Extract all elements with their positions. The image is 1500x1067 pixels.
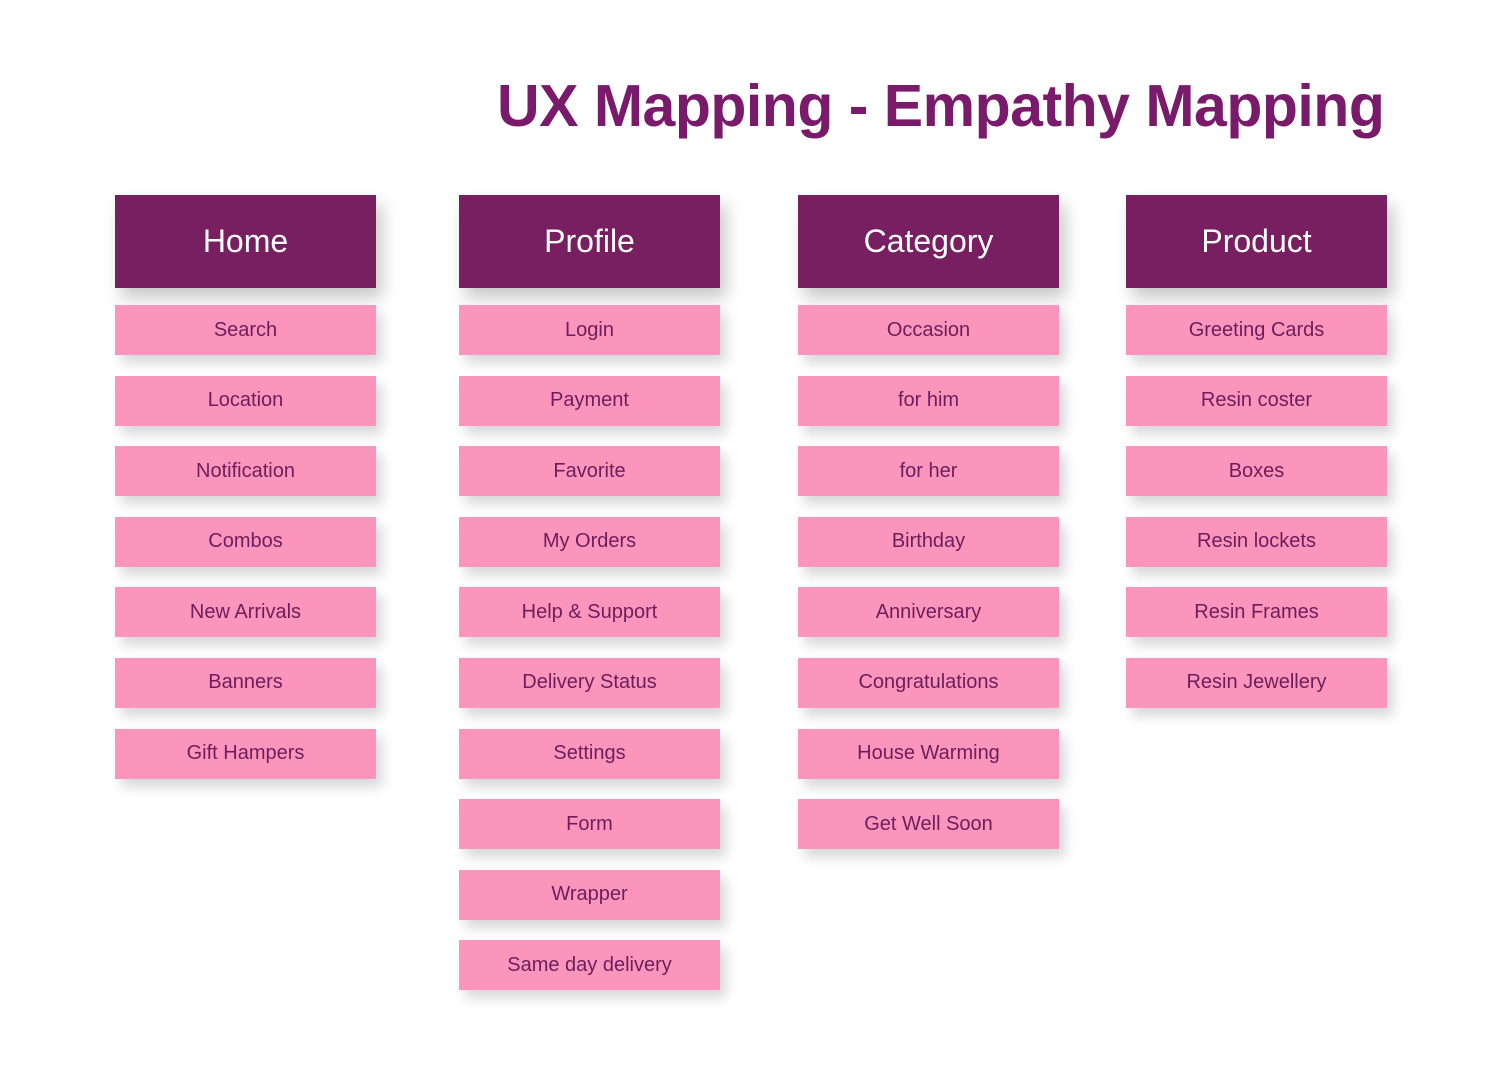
list-item: Resin Jewellery (1126, 657, 1387, 708)
list-item: Anniversary (798, 587, 1059, 638)
list-item: Greeting Cards (1126, 305, 1387, 355)
list-item: Boxes (1126, 446, 1387, 497)
list-item: Combos (115, 516, 376, 567)
list-item: Payment (459, 375, 720, 426)
list-item: House Warming (798, 728, 1059, 779)
list-item: Help & Support (459, 587, 720, 638)
list-item: Settings (459, 728, 720, 779)
column-home: Home Search Location Notification Combos… (115, 195, 376, 799)
list-item: Get Well Soon (798, 799, 1059, 850)
column-heading: Category (798, 195, 1059, 288)
list-item: Location (115, 375, 376, 426)
list-item: Form (459, 799, 720, 850)
diagram-title: UX Mapping - Empathy Mapping (497, 73, 1385, 139)
list-item: Birthday (798, 516, 1059, 567)
column-items: Login Payment Favorite My Orders Help & … (459, 305, 720, 991)
list-item: Wrapper (459, 869, 720, 920)
column-profile: Profile Login Payment Favorite My Orders… (459, 195, 720, 1011)
column-items: Occasion for him for her Birthday Annive… (798, 305, 1059, 850)
list-item: New Arrivals (115, 587, 376, 638)
list-item: Congratulations (798, 657, 1059, 708)
list-item: Banners (115, 657, 376, 708)
list-item: Occasion (798, 305, 1059, 355)
list-item: Delivery Status (459, 657, 720, 708)
list-item: Search (115, 305, 376, 355)
list-item: Same day delivery (459, 940, 720, 991)
list-item: Favorite (459, 446, 720, 497)
list-item: Login (459, 305, 720, 355)
column-category: Category Occasion for him for her Birthd… (798, 195, 1059, 870)
column-items: Search Location Notification Combos New … (115, 305, 376, 779)
column-heading: Home (115, 195, 376, 288)
column-heading: Product (1126, 195, 1387, 288)
column-items: Greeting Cards Resin coster Boxes Resin … (1126, 305, 1387, 708)
list-item: Notification (115, 446, 376, 497)
list-item: for him (798, 375, 1059, 426)
list-item: Gift Hampers (115, 728, 376, 779)
list-item: Resin Frames (1126, 587, 1387, 638)
list-item: My Orders (459, 516, 720, 567)
column-heading: Profile (459, 195, 720, 288)
list-item: Resin coster (1126, 375, 1387, 426)
column-product: Product Greeting Cards Resin coster Boxe… (1126, 195, 1387, 729)
list-item: Resin lockets (1126, 516, 1387, 567)
list-item: for her (798, 446, 1059, 497)
